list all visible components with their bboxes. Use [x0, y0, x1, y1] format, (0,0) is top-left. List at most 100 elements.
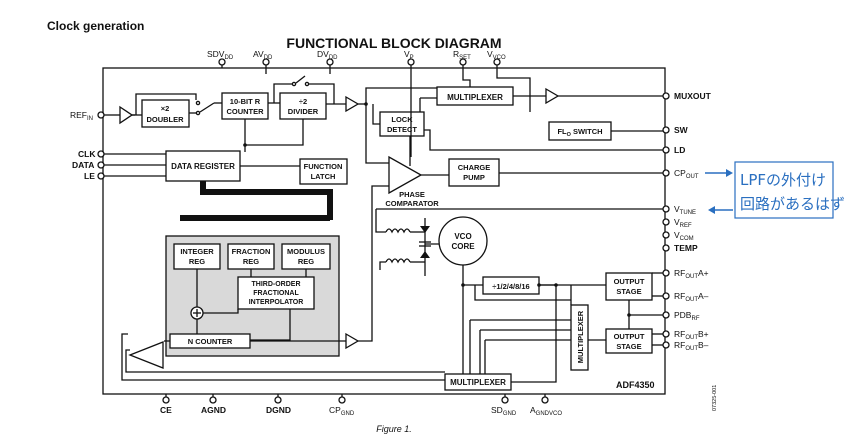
svg-text:CLK: CLK [78, 149, 96, 159]
svg-text:DGND: DGND [266, 405, 291, 415]
pin-data: DATA [72, 160, 105, 170]
svg-text:REG: REG [298, 257, 314, 266]
svg-text:DATA: DATA [72, 160, 94, 170]
svg-text:MULTIPLEXER: MULTIPLEXER [447, 93, 503, 102]
svg-text:AGND: AGND [201, 405, 226, 415]
muxout-buffer [545, 87, 560, 105]
output-stage-a: OUTPUT STAGE [605, 272, 653, 301]
svg-text:PUMP: PUMP [463, 173, 485, 182]
svg-text:SDGND: SDGND [491, 405, 517, 417]
svg-text:VREF: VREF [674, 217, 692, 229]
svg-text:FRACTION: FRACTION [232, 247, 271, 256]
output-stage-b: OUTPUT STAGE [605, 328, 653, 354]
multiplexer-bottom: MULTIPLEXER [444, 373, 512, 391]
vco-inductor-top [385, 228, 425, 234]
function-latch-block: FUNCTION LATCH [299, 158, 348, 185]
pin-ld: LD [662, 145, 685, 155]
pin-sw: SW [662, 125, 689, 135]
diagram-title: FUNCTIONAL BLOCK DIAGRAM [286, 35, 501, 51]
svg-text:N COUNTER: N COUNTER [188, 337, 233, 346]
svg-text:INTERPOLATOR: INTERPOLATOR [249, 299, 304, 306]
svg-text:LOCK: LOCK [391, 115, 413, 124]
svg-text:SDVDD: SDVDD [207, 49, 234, 61]
pin-avdd: AVDD [253, 49, 273, 68]
feedback-amplifier [128, 341, 164, 369]
svg-text:INTEGER: INTEGER [180, 247, 214, 256]
svg-text:VCOM: VCOM [674, 230, 694, 242]
annotation-line-1: LPFの外付け [740, 171, 826, 189]
pin-vref: VREF [662, 217, 692, 229]
part-number: ADF4350 [616, 380, 655, 390]
svg-text:FRACTIONAL: FRACTIONAL [253, 290, 299, 297]
pin-rfouta-plus: RFOUTA+ [662, 268, 709, 280]
svg-text:REG: REG [189, 257, 205, 266]
svg-text:TEMP: TEMP [674, 243, 698, 253]
n-counter-block: N COUNTER [169, 333, 251, 349]
svg-text:RFOUTA–: RFOUTA– [674, 291, 709, 303]
pin-sdvdd: SDVDD [207, 49, 234, 68]
svg-text:×2: ×2 [161, 104, 170, 113]
svg-text:CPGND: CPGND [329, 405, 355, 417]
svg-text:THIRD-ORDER: THIRD-ORDER [252, 281, 301, 288]
varactor [419, 218, 431, 276]
svg-text:LE: LE [84, 171, 95, 181]
divider-block: ÷2 DIVIDER [279, 92, 327, 120]
doc-code: 07325-001 [712, 385, 718, 411]
pin-rset: RSET [453, 49, 471, 68]
pin-vcom: VCOM [662, 230, 694, 242]
pin-vp: VP [404, 49, 415, 68]
ref-input-buffer [119, 105, 134, 125]
svg-text:COUNTER: COUNTER [226, 107, 264, 116]
pin-vtune: VTUNE [662, 204, 696, 216]
pin-rfoutb-plus: RFOUTB+ [662, 329, 709, 341]
svg-text:REG: REG [243, 257, 259, 266]
svg-text:REFIN: REFIN [70, 110, 93, 122]
n-output-buffer [345, 332, 360, 350]
r-counter-block: 10-BIT R COUNTER [221, 92, 269, 120]
svg-text:VVCO: VVCO [487, 49, 506, 61]
svg-text:DOUBLER: DOUBLER [146, 115, 184, 124]
figure-caption: Figure 1. [376, 424, 412, 434]
svg-text:MULTIPLEXER: MULTIPLEXER [450, 378, 506, 387]
pin-cpgnd: CPGND [329, 394, 355, 417]
multiplexer-vertical: MULTIPLEXER [570, 304, 589, 371]
pin-muxout: MUXOUT [662, 91, 712, 101]
output-divider-block: ÷1/2/4/8/16 [482, 276, 540, 295]
pin-sdgnd: SDGND [491, 394, 517, 417]
svg-text:÷1/2/4/8/16: ÷1/2/4/8/16 [492, 282, 529, 291]
svg-text:RFOUTB+: RFOUTB+ [674, 329, 709, 341]
phase-comparator: PHASE COMPARATOR [385, 155, 439, 208]
data-register-block: DATA REGISTER [165, 150, 241, 182]
pin-dgnd: DGND [266, 394, 291, 415]
svg-text:CE: CE [160, 405, 172, 415]
vco-core: VCO CORE [438, 216, 488, 266]
svg-text:VTUNE: VTUNE [674, 204, 696, 216]
svg-text:STAGE: STAGE [616, 287, 641, 296]
ref-output-buffer [345, 95, 360, 113]
svg-text:MULTIPLEXER: MULTIPLEXER [576, 310, 585, 363]
doubler-block: ×2 DOUBLER [141, 99, 190, 128]
pin-agndvco: AGNDVCO [530, 394, 562, 417]
svg-text:PDBRF: PDBRF [674, 310, 700, 322]
pin-temp: TEMP [662, 243, 698, 253]
svg-text:COMPARATOR: COMPARATOR [385, 199, 439, 208]
svg-text:LD: LD [674, 145, 685, 155]
svg-text:AVDD: AVDD [253, 49, 273, 61]
svg-text:AGNDVCO: AGNDVCO [530, 405, 562, 417]
annotation-arrow-left [708, 206, 733, 214]
pin-refin: REFIN [70, 110, 105, 122]
svg-text:CPOUT: CPOUT [674, 168, 699, 180]
svg-text:OUTPUT: OUTPUT [614, 332, 645, 341]
pin-agnd: AGND [201, 394, 226, 415]
svg-text:DIVIDER: DIVIDER [288, 107, 319, 116]
pin-le: LE [84, 171, 105, 181]
pin-cpout: CPOUT [662, 168, 699, 180]
multiplexer-top: MULTIPLEXER [436, 86, 514, 106]
fraction-reg-block: FRACTION REG [227, 243, 275, 270]
lock-detect-block: LOCK DETECT [379, 111, 425, 137]
vco-inductor-bottom [379, 258, 425, 270]
svg-text:VCO: VCO [454, 232, 471, 241]
svg-text:OUTPUT: OUTPUT [614, 277, 645, 286]
flo-switch-block: FLO SWITCH [548, 121, 612, 141]
